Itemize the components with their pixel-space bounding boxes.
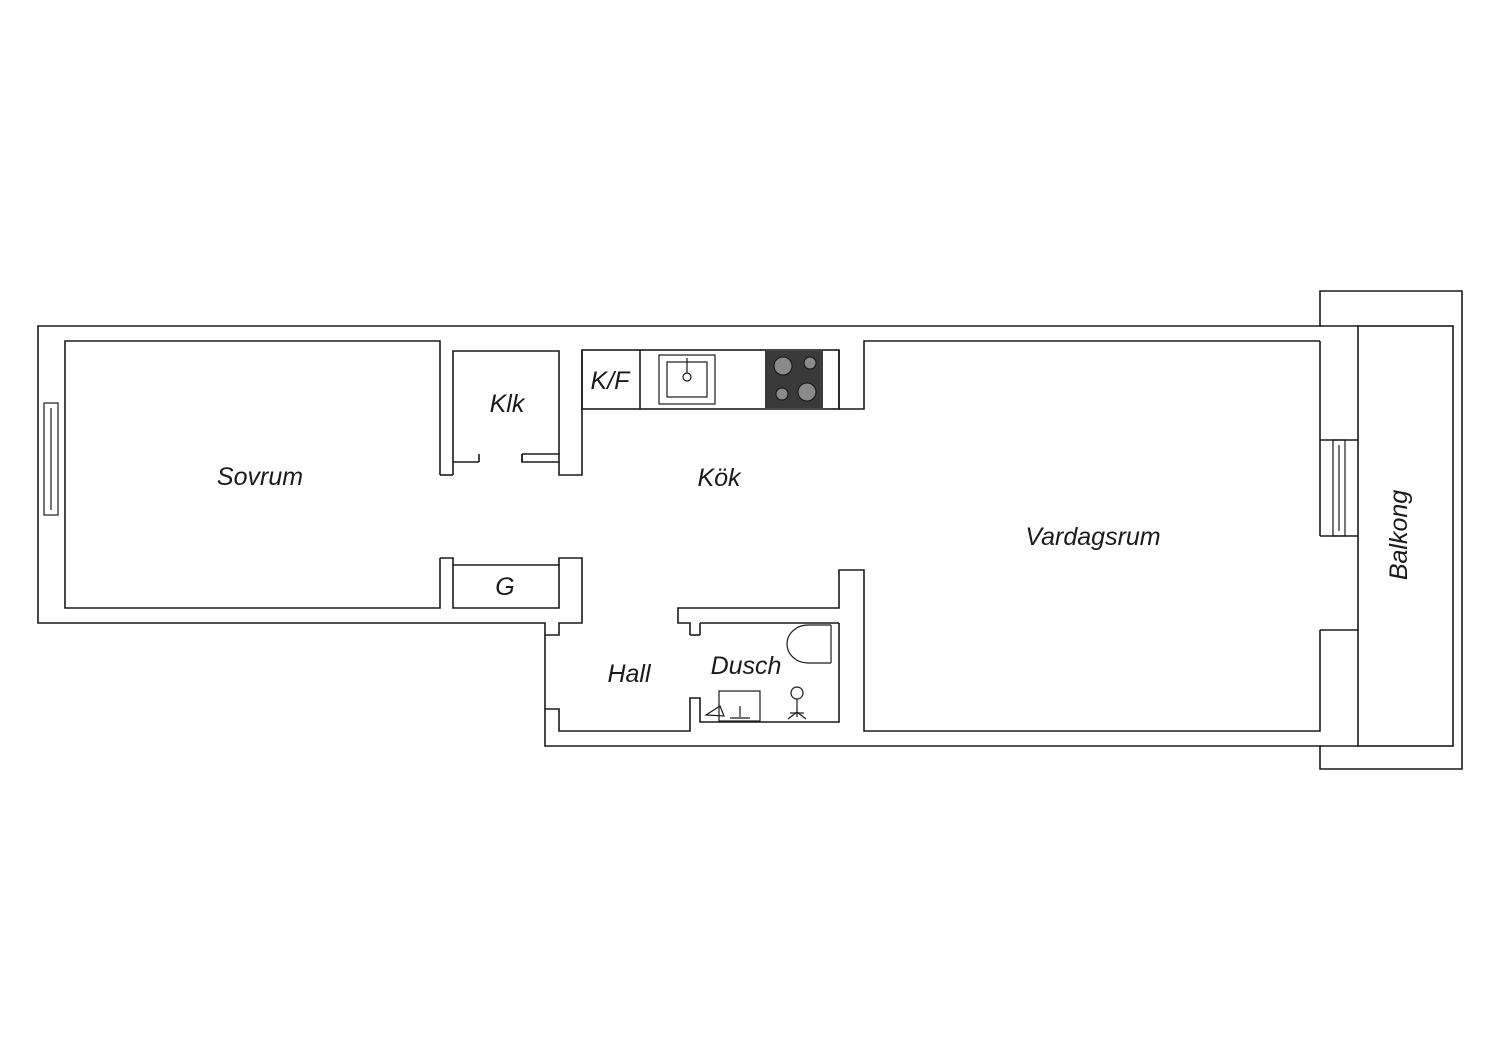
vardagsrum-room <box>677 341 1358 732</box>
window-sovrum <box>43 402 59 516</box>
label-kf: K/F <box>591 367 632 395</box>
label-balkong: Balkong <box>1385 490 1413 580</box>
label-kok: Kök <box>697 464 742 492</box>
label-sovrum: Sovrum <box>217 463 303 491</box>
sovrum-room <box>43 340 454 609</box>
shower-icon <box>787 686 807 720</box>
hall-dusch <box>545 623 840 732</box>
sink-icon <box>658 354 716 405</box>
kitchen-counter <box>581 340 1320 410</box>
label-g: G <box>495 573 514 601</box>
label-dusch: Dusch <box>711 652 782 680</box>
toilet-icon <box>786 624 832 664</box>
label-hall: Hall <box>607 660 652 688</box>
outer-walls <box>37 290 1463 770</box>
stove-icon <box>765 351 823 408</box>
label-klk: Klk <box>490 390 526 418</box>
washbasin-icon <box>704 690 761 722</box>
klk-closet <box>452 350 583 476</box>
window-vardagsrum <box>1319 439 1358 631</box>
label-vardagsrum: Vardagsrum <box>1025 523 1160 551</box>
g-closet <box>440 557 583 636</box>
